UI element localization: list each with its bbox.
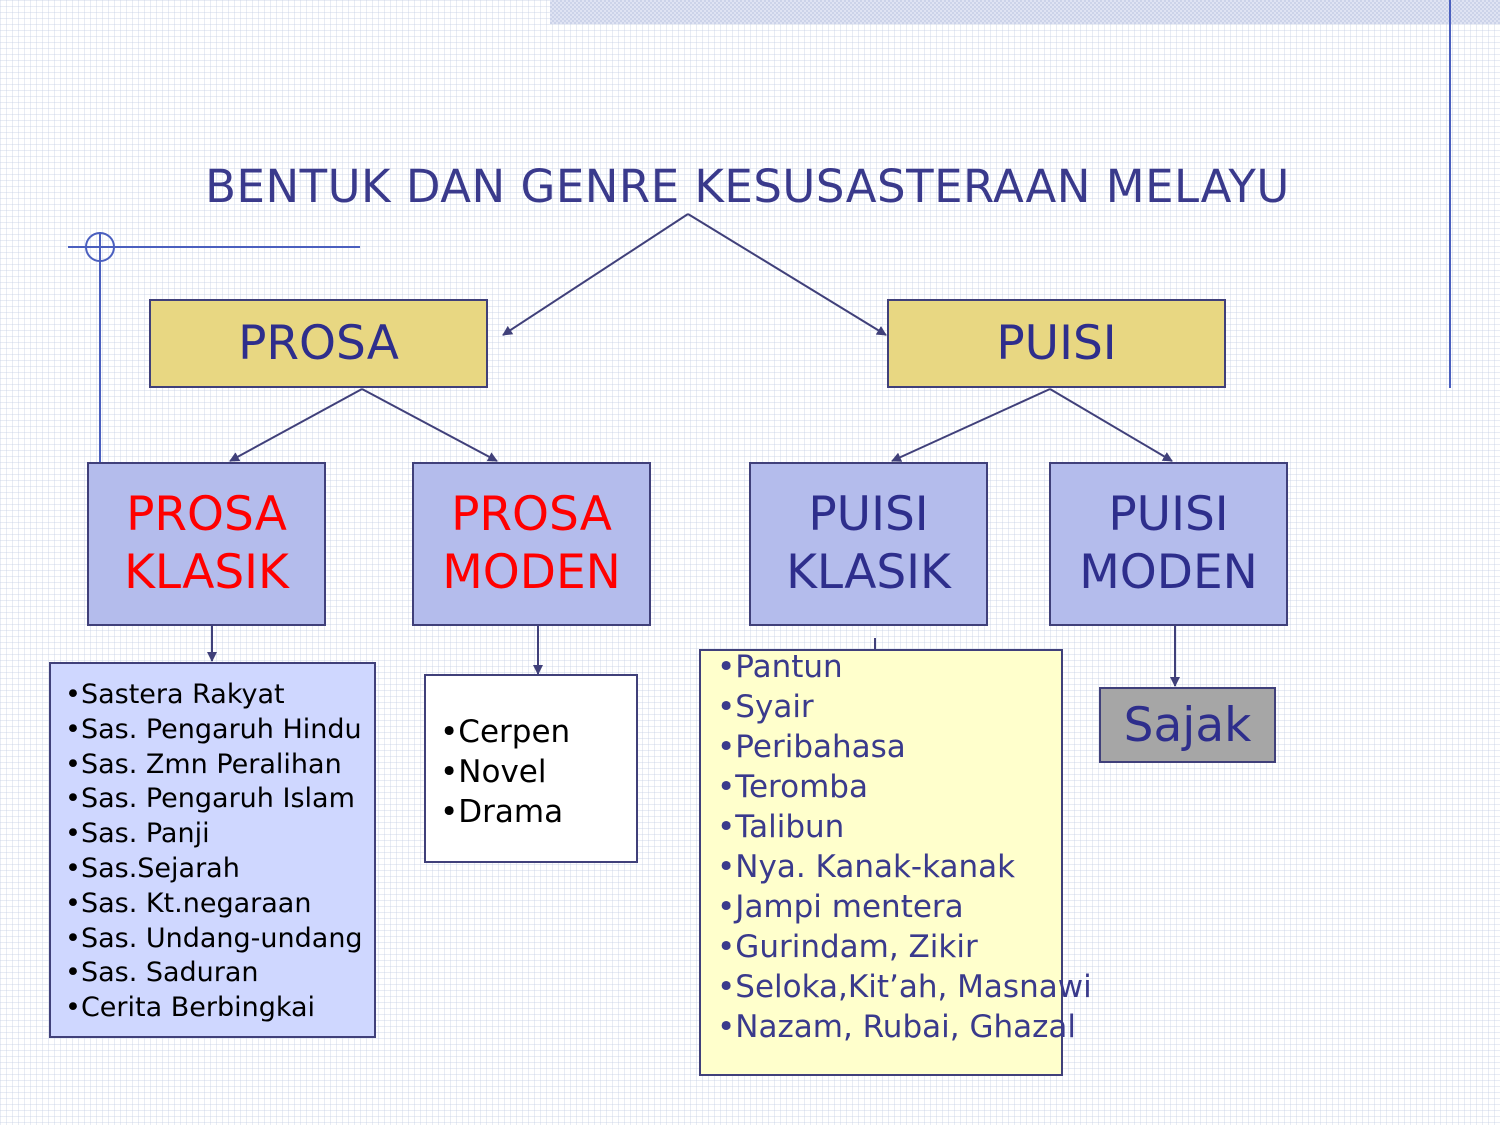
- puisi-klasik-label-line2: KLASIK: [786, 545, 951, 600]
- arrow-puisi-to-puisi-klasik: [891, 388, 1051, 462]
- list-item: Peribahasa: [717, 727, 1061, 767]
- list-item: Drama: [440, 792, 636, 832]
- list-item: Sastera Rakyat: [65, 678, 374, 713]
- list-item: Sas. Saduran: [65, 956, 374, 991]
- list-item: Nazam, Rubai, Ghazal: [717, 1007, 1076, 1047]
- list-item: Gurindam, Zikir: [717, 927, 1061, 967]
- prosa-moden-list: Cerpen Novel Drama: [440, 712, 636, 832]
- puisi-klasik-list: Pantun Syair Peribahasa Teromba Talibun …: [717, 647, 1091, 1047]
- prosa-moden-list-box: Cerpen Novel Drama: [424, 674, 638, 863]
- arrow-prosa-to-prosa-moden: [361, 388, 498, 462]
- prosa-klasik-list-box: Sastera Rakyat Sas. Pengaruh Hindu Sas. …: [49, 662, 376, 1038]
- puisi-box: PUISI: [887, 299, 1226, 388]
- arrow-title-to-puisi: [687, 213, 887, 336]
- prosa-klasik-label-line2: KLASIK: [124, 545, 289, 600]
- list-item: Novel: [440, 752, 636, 792]
- list-item: Syair: [717, 687, 1061, 727]
- list-item: Seloka,Kit’ah, Masnawi: [717, 967, 1091, 1007]
- list-item: Teromba: [717, 767, 1061, 807]
- prosa-klasik-list: Sastera Rakyat Sas. Pengaruh Hindu Sas. …: [65, 678, 374, 1026]
- list-item: Talibun: [717, 807, 1061, 847]
- sajak-label: Sajak: [1123, 697, 1252, 753]
- list-item: Nya. Kanak-kanak: [717, 847, 1061, 887]
- prosa-box: PROSA: [149, 299, 488, 388]
- puisi-klasik-box: PUISI KLASIK: [749, 462, 988, 626]
- puisi-moden-box: PUISI MODEN: [1049, 462, 1288, 626]
- decorative-crosshair: [68, 232, 360, 462]
- list-item: Sas. Kt.negaraan: [65, 887, 374, 922]
- prosa-moden-label-line1: PROSA: [451, 487, 612, 542]
- arrow-prosa-to-prosa-klasik: [229, 388, 363, 462]
- prosa-klasik-box: PROSA KLASIK: [87, 462, 326, 626]
- puisi-label: PUISI: [996, 316, 1117, 371]
- list-item: Sas. Zmn Peralihan: [65, 748, 374, 783]
- puisi-moden-label-line1: PUISI: [1108, 487, 1229, 542]
- list-item: Sas. Pengaruh Islam: [65, 782, 374, 817]
- prosa-klasik-label-line1: PROSA: [126, 487, 287, 542]
- prosa-moden-box: PROSA MODEN: [412, 462, 651, 626]
- prosa-moden-label-line2: MODEN: [442, 545, 621, 600]
- puisi-moden-label-line2: MODEN: [1079, 545, 1258, 600]
- prosa-label: PROSA: [238, 316, 399, 371]
- puisi-klasik-list-box: Pantun Syair Peribahasa Teromba Talibun …: [699, 647, 1092, 1076]
- list-item: Sas.Sejarah: [65, 852, 374, 887]
- arrow-puisi-to-puisi-moden: [1049, 388, 1173, 462]
- top-decorative-band: [550, 0, 1500, 24]
- puisi-klasik-label-line1: PUISI: [808, 487, 929, 542]
- list-item: Sas. Undang-undang: [65, 922, 374, 957]
- list-item: Jampi mentera: [717, 887, 1061, 927]
- list-item: Pantun: [717, 647, 1061, 687]
- list-item: Sas. Pengaruh Hindu: [65, 713, 374, 748]
- list-item: Cerita Berbingkai: [65, 991, 374, 1026]
- diagram-title: BENTUK DAN GENRE KESUSASTERAAN MELAYU: [205, 160, 1290, 213]
- list-item: Cerpen: [440, 712, 636, 752]
- sajak-box: Sajak: [1099, 687, 1276, 763]
- list-item: Sas. Panji: [65, 817, 374, 852]
- arrow-title-to-prosa: [502, 213, 689, 336]
